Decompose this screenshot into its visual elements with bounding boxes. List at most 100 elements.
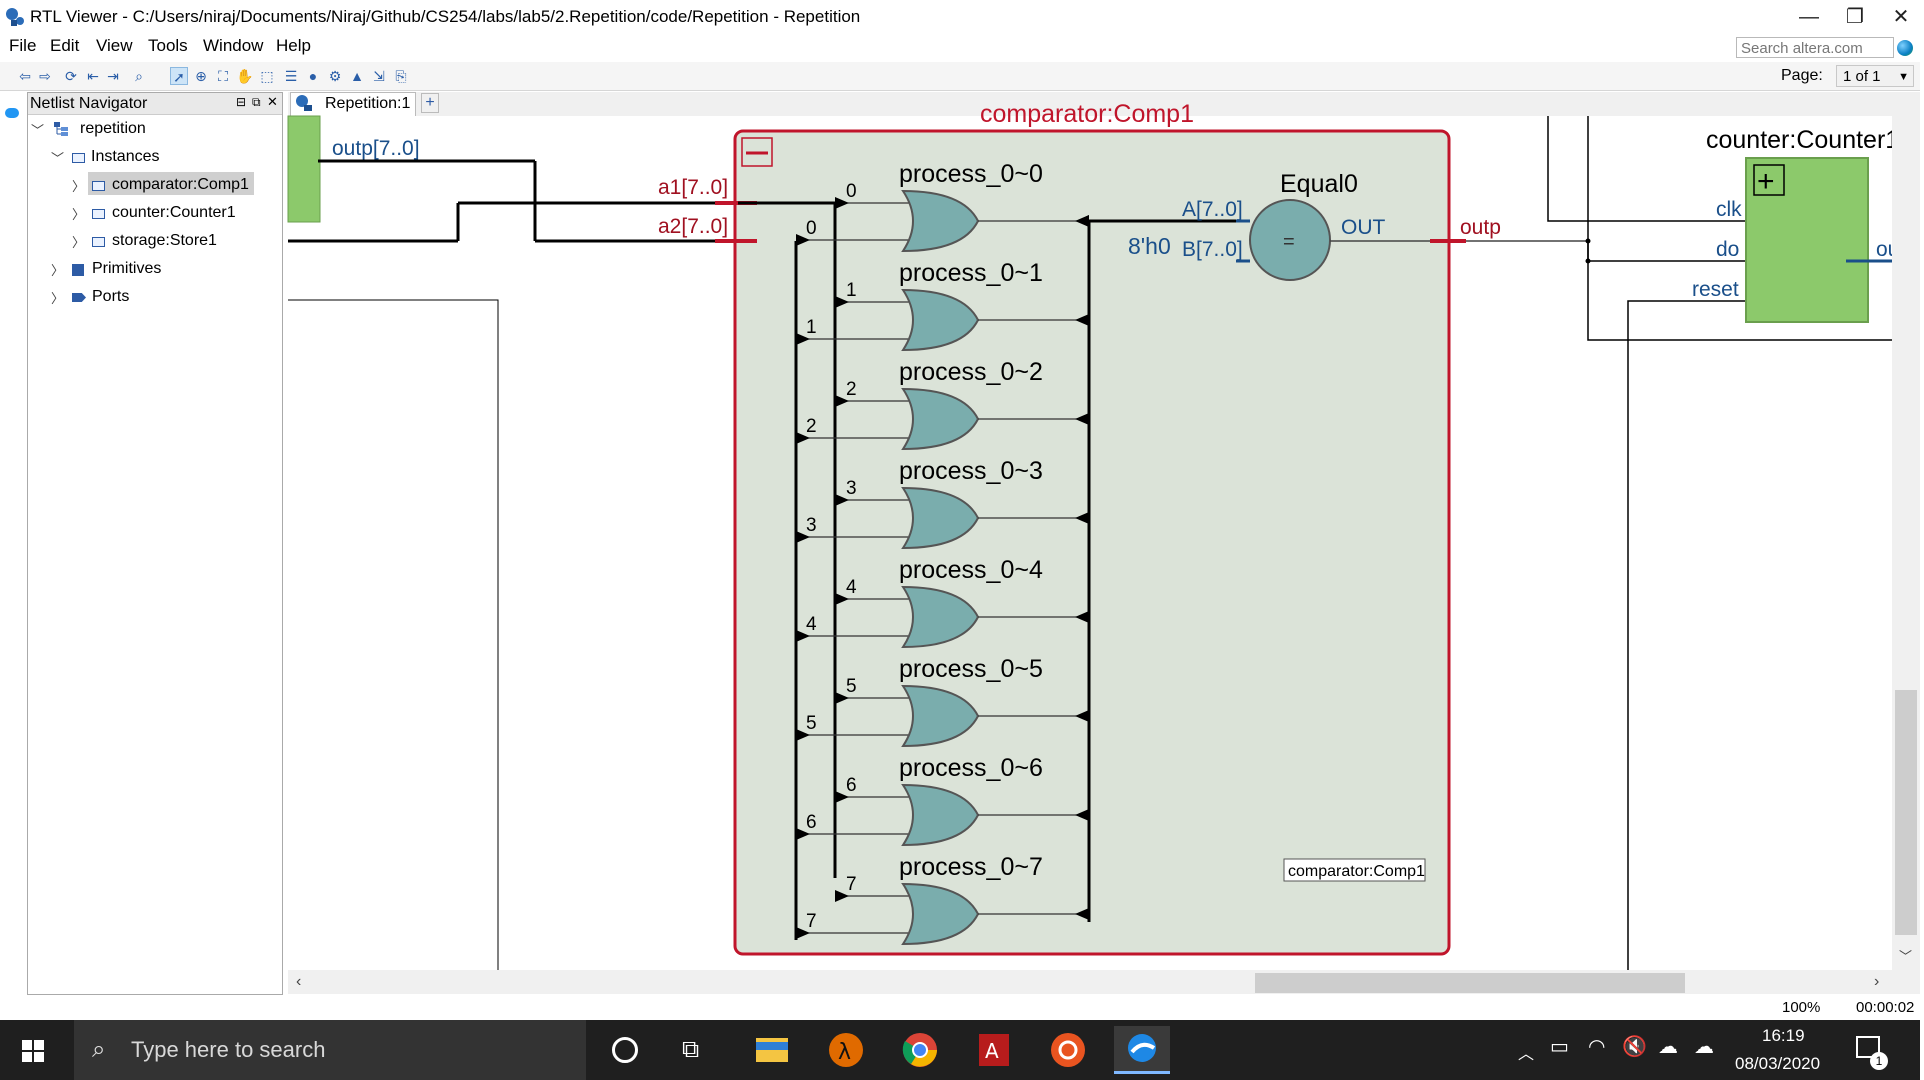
hand-tool-icon[interactable]: ✋ <box>236 68 254 84</box>
tree-item-storage[interactable]: storage:Store1 <box>112 232 217 249</box>
menu-window[interactable]: Window <box>203 36 264 55</box>
instance-tag-label: comparator:Comp1 <box>1288 863 1425 880</box>
close-button[interactable]: ✕ <box>1878 0 1924 34</box>
battery-icon[interactable]: ▭ <box>1550 1036 1569 1058</box>
or-gate-4[interactable]: process_0~444 <box>796 556 1089 649</box>
taskbar-search[interactable] <box>74 1020 586 1080</box>
gate-input-b-index: 5 <box>806 713 817 734</box>
fit-window-icon[interactable]: ⛶ <box>218 68 228 84</box>
next-page-icon[interactable]: ⇥ <box>107 68 119 84</box>
tree-label-ports[interactable]: Ports <box>92 288 130 305</box>
chevron-right-icon[interactable]: 〉 <box>72 179 86 194</box>
ubuntu-icon[interactable] <box>1040 1026 1096 1074</box>
taskbar-search-placeholder[interactable]: Type here to search <box>131 1037 326 1062</box>
rtl-viewer-taskbar-icon[interactable] <box>1114 1026 1170 1074</box>
tree-label-instances[interactable]: Instances <box>91 148 160 165</box>
gate-input-a-index: 6 <box>846 775 857 796</box>
scroll-left-icon[interactable]: ‹ <box>296 973 302 990</box>
instances-chevron[interactable]: ﹀ <box>51 148 64 168</box>
or-gate-7[interactable]: process_0~777 <box>796 853 1089 946</box>
scroll-right-icon[interactable]: › <box>1874 973 1880 990</box>
chevron-right-icon[interactable]: 〉 <box>72 207 86 222</box>
clock-date[interactable]: 08/03/2020 <box>1735 1054 1821 1073</box>
netlist-icon[interactable]: ☰ <box>284 68 298 84</box>
restore-button[interactable]: ❐ <box>1832 0 1878 34</box>
source-block[interactable] <box>287 115 321 223</box>
volume-muted-icon[interactable]: 🔇 <box>1622 1036 1647 1058</box>
clock-time[interactable]: 16:19 <box>1762 1026 1805 1045</box>
or-gate-3[interactable]: process_0~333 <box>796 457 1089 550</box>
pin-icon[interactable]: ⊟ <box>236 95 247 109</box>
vertical-scroll-thumb[interactable] <box>1895 690 1917 935</box>
page-value: 1 of 1 <box>1843 68 1881 85</box>
scroll-down-icon[interactable]: ﹀ <box>1899 949 1913 964</box>
chevron-down-icon[interactable]: ﹀ <box>51 151 65 166</box>
tree-item-comparator[interactable]: comparator:Comp1 <box>112 176 249 193</box>
notification-count: 1 <box>1870 1052 1888 1070</box>
tree-label-repetition[interactable]: repetition <box>80 120 146 137</box>
search-input[interactable]: Search altera.com <box>1736 37 1894 58</box>
export-icon[interactable]: ⎘ <box>395 68 407 84</box>
close-panel-icon[interactable]: ✕ <box>267 94 278 109</box>
equal-port-a: A[7..0] <box>1182 198 1243 221</box>
wifi-icon[interactable]: ◠ <box>1588 1036 1606 1058</box>
or-gate-2[interactable]: process_0~222 <box>796 358 1089 451</box>
find-icon[interactable]: ⌕ <box>135 68 143 84</box>
hierarchy-icon[interactable]: ⇲ <box>373 68 385 84</box>
expand-button[interactable] <box>1753 164 1785 196</box>
area-select-icon[interactable]: ⬚ <box>260 68 274 84</box>
chevron-up-icon[interactable]: ︿ <box>1518 1046 1535 1063</box>
notification-icon[interactable] <box>1856 1036 1880 1058</box>
menu-help[interactable]: Help <box>276 36 311 55</box>
tree-node-root[interactable]: ﹀ <box>31 120 44 140</box>
menu-file[interactable]: File <box>9 36 37 55</box>
cloud-sync-icon[interactable]: ☁ <box>1694 1036 1714 1058</box>
color-icon[interactable]: ● <box>308 68 318 84</box>
netlist-navigator-panel <box>27 92 283 995</box>
zoom-tool-icon[interactable]: ⊕ <box>195 68 207 84</box>
acrobat-icon[interactable]: A <box>966 1026 1022 1074</box>
globe-icon[interactable] <box>1897 40 1913 56</box>
chevron-right-icon[interactable]: 〉 <box>72 235 86 250</box>
or-gate-5[interactable]: process_0~555 <box>796 655 1089 748</box>
cloud-upload-icon[interactable]: ☁ <box>1658 1036 1678 1058</box>
minimize-button[interactable]: — <box>1786 0 1832 34</box>
menu-view[interactable]: View <box>96 36 133 55</box>
tree-label-primitives[interactable]: Primitives <box>92 260 162 277</box>
or-gate-6[interactable]: process_0~666 <box>796 754 1089 847</box>
tab-repetition[interactable] <box>290 92 416 116</box>
back-icon[interactable]: ⇦ <box>19 68 31 84</box>
or-gate-1[interactable]: process_0~111 <box>796 259 1089 352</box>
forward-icon[interactable]: ⇨ <box>39 68 51 84</box>
horizontal-scroll-thumb[interactable] <box>1255 973 1685 993</box>
tab-label[interactable]: Repetition:1 <box>325 95 411 112</box>
equal-comparator[interactable] <box>1249 199 1331 281</box>
settings-icon[interactable]: ⚙ <box>328 68 342 84</box>
chevron-right-icon[interactable]: 〉 <box>51 291 65 306</box>
tree-item-counter[interactable]: counter:Counter1 <box>112 204 236 221</box>
float-icon[interactable]: ⧉ <box>252 95 261 109</box>
schematic-canvas[interactable]: outp[7..0] comparator:Comp1 a1[7..0] a2[… <box>287 100 1899 970</box>
layer-icon[interactable]: ▲ <box>350 68 364 84</box>
chevron-down-icon[interactable]: ﹀ <box>31 123 45 138</box>
menu-tools[interactable]: Tools <box>148 36 188 55</box>
instance-tag[interactable] <box>1283 858 1426 882</box>
chat-bubble-icon[interactable] <box>5 108 19 118</box>
add-tab-button[interactable]: + <box>421 93 439 113</box>
previous-page-icon[interactable]: ⇤ <box>87 68 99 84</box>
port-icon <box>72 293 86 302</box>
refresh-icon[interactable]: ⟳ <box>65 68 77 84</box>
selection-tool-icon[interactable]: ➚ <box>170 67 188 85</box>
chrome-icon[interactable] <box>892 1026 948 1074</box>
task-view-icon[interactable]: ⧉ <box>682 1036 700 1063</box>
comparator-box[interactable] <box>733 129 1451 956</box>
file-explorer-icon[interactable] <box>744 1026 800 1074</box>
windows-start-icon[interactable] <box>22 1040 44 1062</box>
matlab-icon[interactable]: λ <box>818 1026 874 1074</box>
cortana-icon[interactable] <box>612 1037 638 1063</box>
menu-edit[interactable]: Edit <box>50 36 80 55</box>
chevron-right-icon[interactable]: 〉 <box>51 263 65 278</box>
elapsed-time: 00:00:02 <box>1856 999 1915 1016</box>
or-gate-0[interactable]: process_0~000 <box>796 160 1089 253</box>
page-select[interactable]: 1 of 1▼ <box>1836 65 1914 87</box>
